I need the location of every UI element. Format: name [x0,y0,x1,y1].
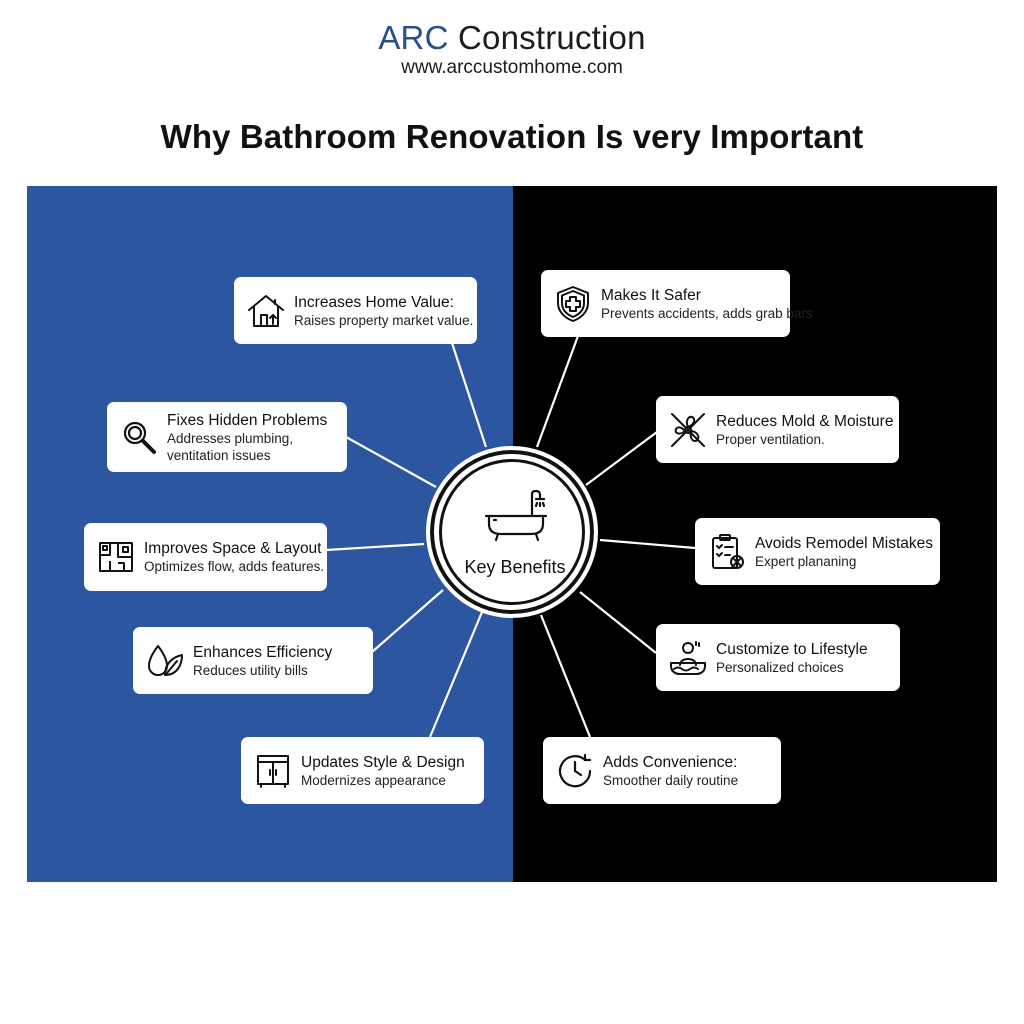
card-title: Updates Style & Design [301,753,465,771]
card-desc: Personalized choices [716,659,844,675]
card-title: Increases Home Value: [294,293,454,311]
benefit-card-mold-moisture[interactable]: Reduces Mold & Moisture Proper ventilati… [656,396,899,463]
card-title: Enhances Efficiency [193,643,333,661]
connector-line [579,591,657,654]
clock-icon [558,753,592,787]
benefit-card-home-value[interactable]: Increases Home Value: Raises property ma… [234,277,477,344]
house-value-icon [248,294,284,327]
hub-label: Key Benefits [464,557,566,577]
card-desc: Addresses plumbing, ventitation issues [167,430,294,463]
card-title: Fixes Hidden Problems [167,411,328,429]
benefit-card-safer[interactable]: Makes It Safer Prevents accidents, adds … [541,270,813,337]
card-title: Customize to Lifestyle [716,640,868,658]
connector-line [345,436,437,488]
clipboard-check-icon [712,533,744,569]
brand-name-rest: Construction [448,19,646,56]
card-title: Reduces Mold & Moisture [716,412,894,430]
card-desc: Reduces utility bills [193,662,308,678]
brand-name: ARC Construction [0,18,1024,58]
person-bath-icon [670,640,706,675]
card-desc: Smoother daily routine [603,772,739,788]
connector-line [428,611,484,738]
brand-name-accent: ARC [378,19,449,56]
connector-line [371,589,444,653]
connector-line [599,538,696,550]
connector-line [585,431,658,486]
connector-line [535,335,580,448]
benefit-card-efficiency[interactable]: Enhances Efficiency Reduces utility bill… [133,627,373,694]
benefit-card-space-layout[interactable]: Improves Space & Layout Optimizes flow, … [84,523,327,591]
leaf-drop-icon [148,644,183,676]
page-title: Why Bathroom Renovation Is very Importan… [160,118,864,155]
card-desc: Expert plananing [755,553,857,569]
card-desc: Modernizes appearance [301,772,446,788]
benefit-card-hidden-problems[interactable]: Fixes Hidden Problems Addresses plumbing… [107,402,347,472]
benefit-card-convenience[interactable]: Adds Convenience: Smoother daily routine [543,737,781,804]
benefit-card-lifestyle[interactable]: Customize to Lifestyle Personalized choi… [656,624,900,691]
magnifier-icon [123,421,156,454]
brand-url[interactable]: www.arccustomhome.com [401,57,623,78]
connector-line [450,342,488,448]
fan-crossed-icon [671,412,705,447]
card-desc: Proper ventilation. [716,431,825,447]
key-benefits-hub: Key Benefits [426,446,598,618]
card-title: Avoids Remodel Mistakes [755,534,934,552]
card-title: Improves Space & Layout [144,540,322,557]
shield-icon [557,285,589,322]
bathtub-shower-icon [484,489,548,542]
benefit-card-style-design[interactable]: Updates Style & Design Modernizes appear… [241,737,484,804]
card-title: Makes It Safer [601,286,701,304]
benefit-card-remodel-mistakes[interactable]: Avoids Remodel Mistakes Expert plananing [695,518,940,585]
card-desc: Optimizes flow, adds features. [144,559,325,574]
card-desc: Raises property market value. [294,312,474,328]
floorplan-icon [99,542,133,572]
connector-line [325,542,425,552]
cabinet-icon [257,754,289,788]
card-title: Adds Convenience: [603,753,738,771]
brand-header: ARC Construction www.arccustomhome.com [0,18,1024,80]
connector-line [539,614,592,738]
card-desc: Prevents accidents, adds grab bars [601,305,813,321]
